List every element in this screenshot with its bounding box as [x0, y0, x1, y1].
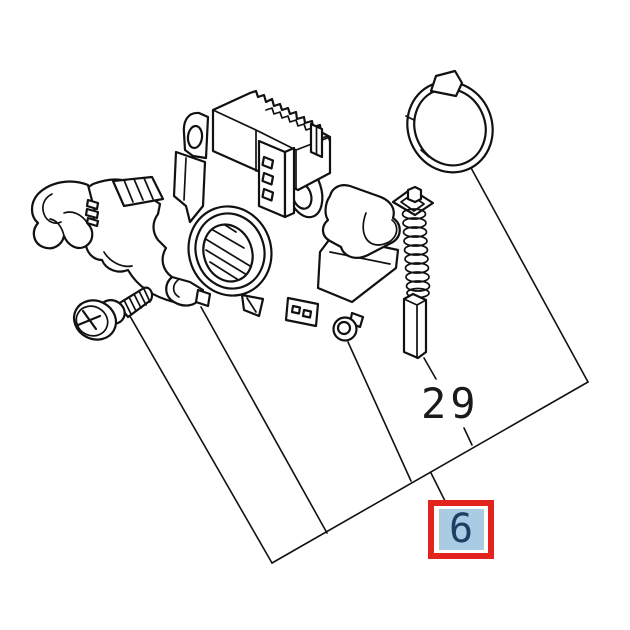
carbon-brush-drawing: [402, 292, 428, 360]
part-number-label-29[interactable]: 29: [421, 379, 480, 428]
snap-ring-drawing: [405, 69, 494, 174]
callout-highlight: 6: [438, 505, 484, 552]
callout-box-6[interactable]: 6: [428, 500, 494, 559]
leader-lines: [126, 165, 589, 564]
phillips-screw-drawing: [72, 286, 154, 341]
regulator-brush-holder-body-drawing: [172, 89, 401, 328]
grommet-eyelet-drawing: [332, 311, 365, 342]
brush-spring-drawing: [391, 185, 435, 299]
terminal-clip-arm-drawing: [30, 175, 212, 308]
callout-number: 6: [448, 505, 474, 552]
